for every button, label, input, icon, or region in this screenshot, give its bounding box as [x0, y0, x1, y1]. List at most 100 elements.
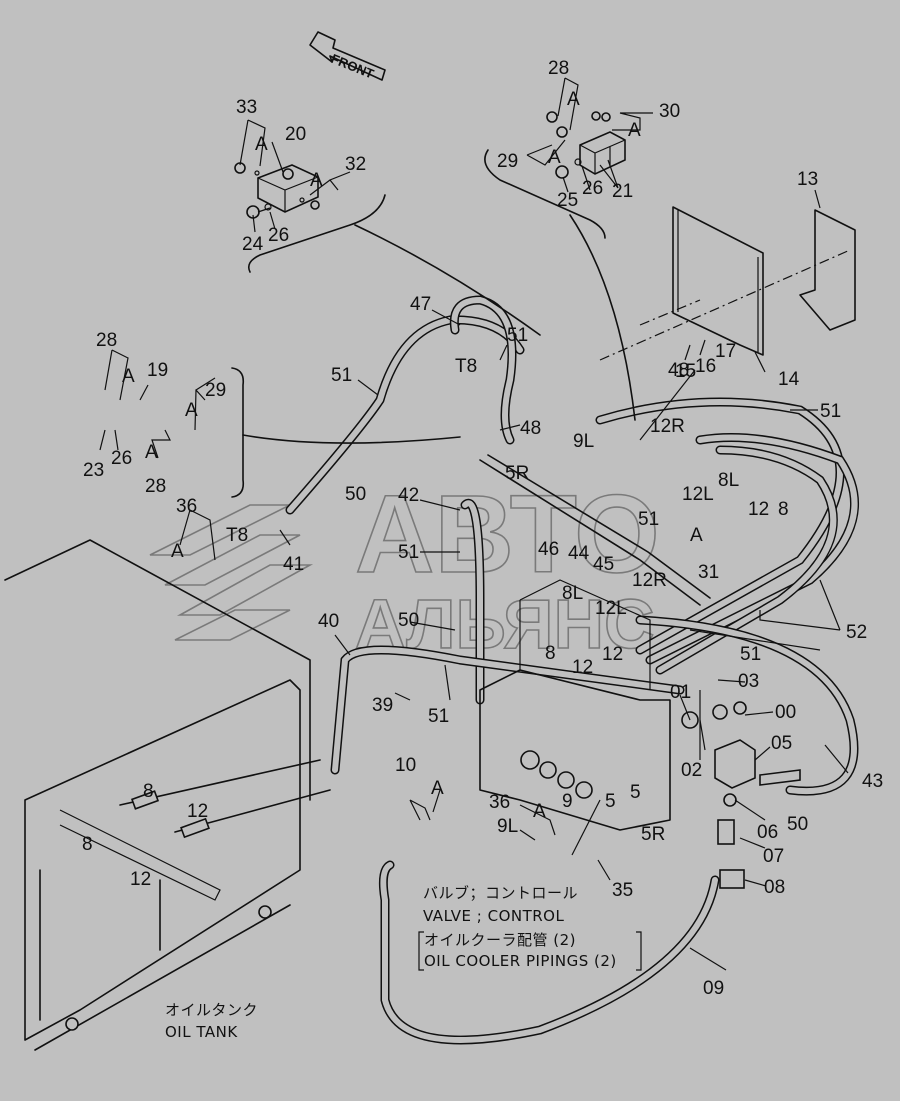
callout-t8: T8: [455, 356, 477, 377]
detail-brackets: [231, 214, 636, 498]
callout-a: A: [145, 442, 158, 463]
tank-caption-jp: オイルタンク: [165, 1001, 258, 1019]
callout-36: 36: [176, 496, 197, 517]
callout-a: A: [628, 120, 641, 141]
callout-01: 01: [670, 682, 691, 703]
callout-51: 51: [740, 644, 761, 665]
callout-a: A: [185, 400, 198, 421]
group-caption-en: OIL COOLER PIPINGS (2): [424, 952, 617, 970]
callout-32: 32: [345, 154, 366, 175]
callout-a: A: [255, 134, 268, 155]
callout-50: 50: [345, 484, 366, 505]
callouts: 33 A 20 32 A 24 26 28 A 30 A 29 A 25 26 …: [82, 58, 883, 999]
callout-12: 12: [130, 869, 151, 890]
valve-caption-en: VALVE ; CONTROL: [423, 907, 564, 925]
callout-25: 25: [557, 190, 578, 211]
callout-23: 23: [83, 460, 104, 481]
callout-05: 05: [771, 733, 792, 754]
callout-46: 46: [538, 539, 559, 560]
callout-5: 5: [630, 782, 641, 803]
callout-50: 50: [398, 610, 419, 631]
callout-28: 28: [548, 58, 569, 79]
callout-5r: 5R: [505, 463, 529, 484]
group-caption-jp: オイルクーラ配管 (2): [424, 931, 576, 949]
callout-21: 21: [612, 181, 633, 202]
callout-51: 51: [638, 509, 659, 530]
callout-26: 26: [582, 178, 603, 199]
watermark: АВТО АЛЬЯНС: [149, 472, 661, 664]
callout-35: 35: [612, 880, 633, 901]
valve-caption-jp: バルブ；コントロール: [423, 884, 578, 902]
callout-33: 33: [236, 97, 257, 118]
callout-09: 09: [703, 978, 724, 999]
callout-5: 5: [605, 791, 616, 812]
callout-26: 26: [268, 225, 289, 246]
callout-51: 51: [820, 401, 841, 422]
callout-a: A: [533, 801, 546, 822]
callout-a: A: [310, 170, 323, 191]
captions: バルブ；コントロール VALVE ; CONTROL オイルクーラ配管 (2) …: [165, 884, 642, 1041]
callout-36: 36: [489, 792, 510, 813]
callout-12: 12: [187, 801, 208, 822]
callout-8: 8: [545, 643, 556, 664]
callout-12: 12: [748, 499, 769, 520]
callout-50: 50: [787, 814, 808, 835]
callout-51: 51: [507, 325, 528, 346]
callout-29: 29: [205, 380, 226, 401]
callout-t8: T8: [226, 525, 248, 546]
callout-44: 44: [568, 543, 590, 564]
callout-51: 51: [398, 542, 419, 563]
callout-28: 28: [96, 330, 117, 351]
tank-caption-en: OIL TANK: [165, 1023, 238, 1041]
callout-a: A: [567, 89, 580, 110]
callout-a: A: [171, 541, 184, 562]
callout-20: 20: [285, 124, 306, 145]
callout-17: 17: [715, 341, 736, 362]
callout-16: 16: [695, 356, 716, 377]
callout-48: 48: [520, 418, 541, 439]
callout-a: A: [690, 525, 703, 546]
callout-28: 28: [145, 476, 166, 497]
callout-a: A: [548, 147, 561, 168]
callout-8: 8: [143, 781, 154, 802]
caption-bracket-left: [418, 931, 424, 971]
callout-43: 43: [862, 771, 883, 792]
callout-12r: 12R: [632, 570, 667, 591]
callout-41: 41: [283, 554, 304, 575]
callout-31: 31: [698, 562, 719, 583]
callout-9: 9: [562, 791, 573, 812]
callout-48: 48: [668, 360, 689, 381]
callout-15: 15: [675, 361, 696, 382]
control-valve: [479, 579, 671, 831]
callout-12: 12: [572, 657, 593, 678]
callout-12: 12: [602, 644, 623, 665]
callout-45: 45: [593, 554, 614, 575]
callout-12l: 12L: [682, 484, 714, 505]
callout-00: 00: [775, 702, 796, 723]
watermark-line1: АВТО: [355, 473, 660, 596]
callout-12r: 12R: [650, 416, 685, 437]
callout-47: 47: [410, 294, 431, 315]
oil-tank: [4, 539, 331, 1051]
callout-8: 8: [778, 499, 789, 520]
callout-8l: 8L: [718, 470, 739, 491]
valve-21-assembly: [484, 111, 626, 239]
callout-39: 39: [372, 695, 393, 716]
callout-30: 30: [659, 101, 680, 122]
callout-14: 14: [778, 369, 800, 390]
callout-8l: 8L: [562, 583, 583, 604]
callout-40: 40: [318, 611, 339, 632]
callout-a: A: [122, 366, 135, 387]
callout-10: 10: [395, 755, 416, 776]
callout-06: 06: [757, 822, 778, 843]
callout-9l: 9L: [573, 431, 594, 452]
callout-24: 24: [242, 234, 264, 255]
leader-lines: [99, 77, 849, 971]
callout-52: 52: [846, 622, 867, 643]
bracket-14: [672, 206, 764, 356]
callout-a: A: [431, 778, 444, 799]
caption-bracket-right: [636, 931, 642, 971]
callout-26: 26: [111, 448, 132, 469]
bracket-13: [799, 209, 856, 331]
